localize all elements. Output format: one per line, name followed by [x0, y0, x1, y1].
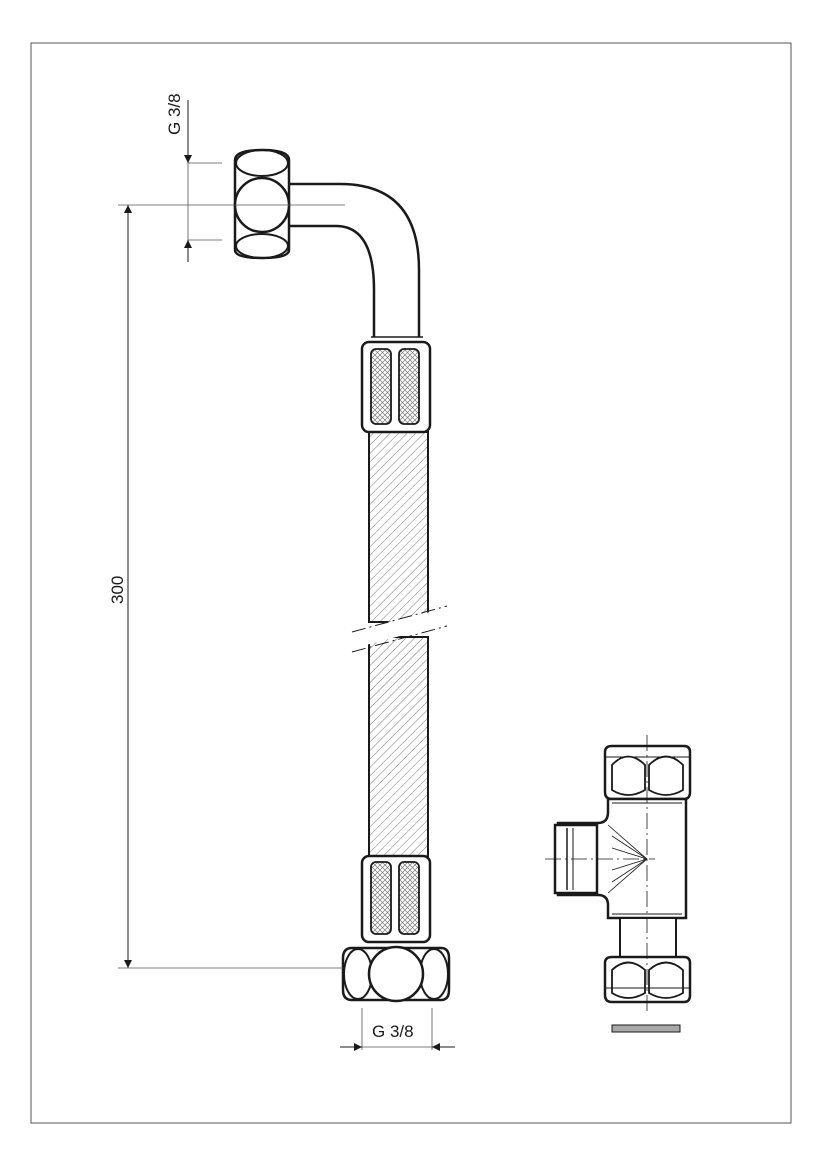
top-crimp-sleeve [360, 340, 432, 434]
bottom-connector-dimension: G 3/8 [340, 1008, 455, 1051]
tee-fitting [545, 735, 692, 1012]
top-connector-label: G 3/8 [165, 93, 184, 135]
elbow-pipe [289, 182, 421, 337]
flexible-hose [233, 148, 451, 1003]
break-gap [366, 612, 430, 645]
length-label: 300 [108, 576, 127, 604]
top-connector-nut [233, 148, 291, 260]
bottom-connector-label: G 3/8 [372, 1022, 414, 1041]
bottom-hex-nut [341, 945, 451, 1003]
break-line-lower [351, 625, 448, 653]
top-connector-dimension: G 3/8 [165, 93, 222, 262]
length-dimension: 300 [108, 205, 343, 969]
braided-hose-upper [368, 431, 429, 623]
tee-top-nut [603, 744, 692, 801]
gasket [611, 1024, 681, 1033]
tee-internal-cone [607, 824, 648, 894]
tee-lower-stem [619, 917, 677, 959]
bottom-crimp-sleeve [360, 854, 432, 944]
braided-hose-lower [368, 636, 429, 860]
break-line-upper [351, 605, 448, 633]
tee-bottom-nut [603, 955, 692, 1004]
sheet-border [30, 42, 792, 1124]
